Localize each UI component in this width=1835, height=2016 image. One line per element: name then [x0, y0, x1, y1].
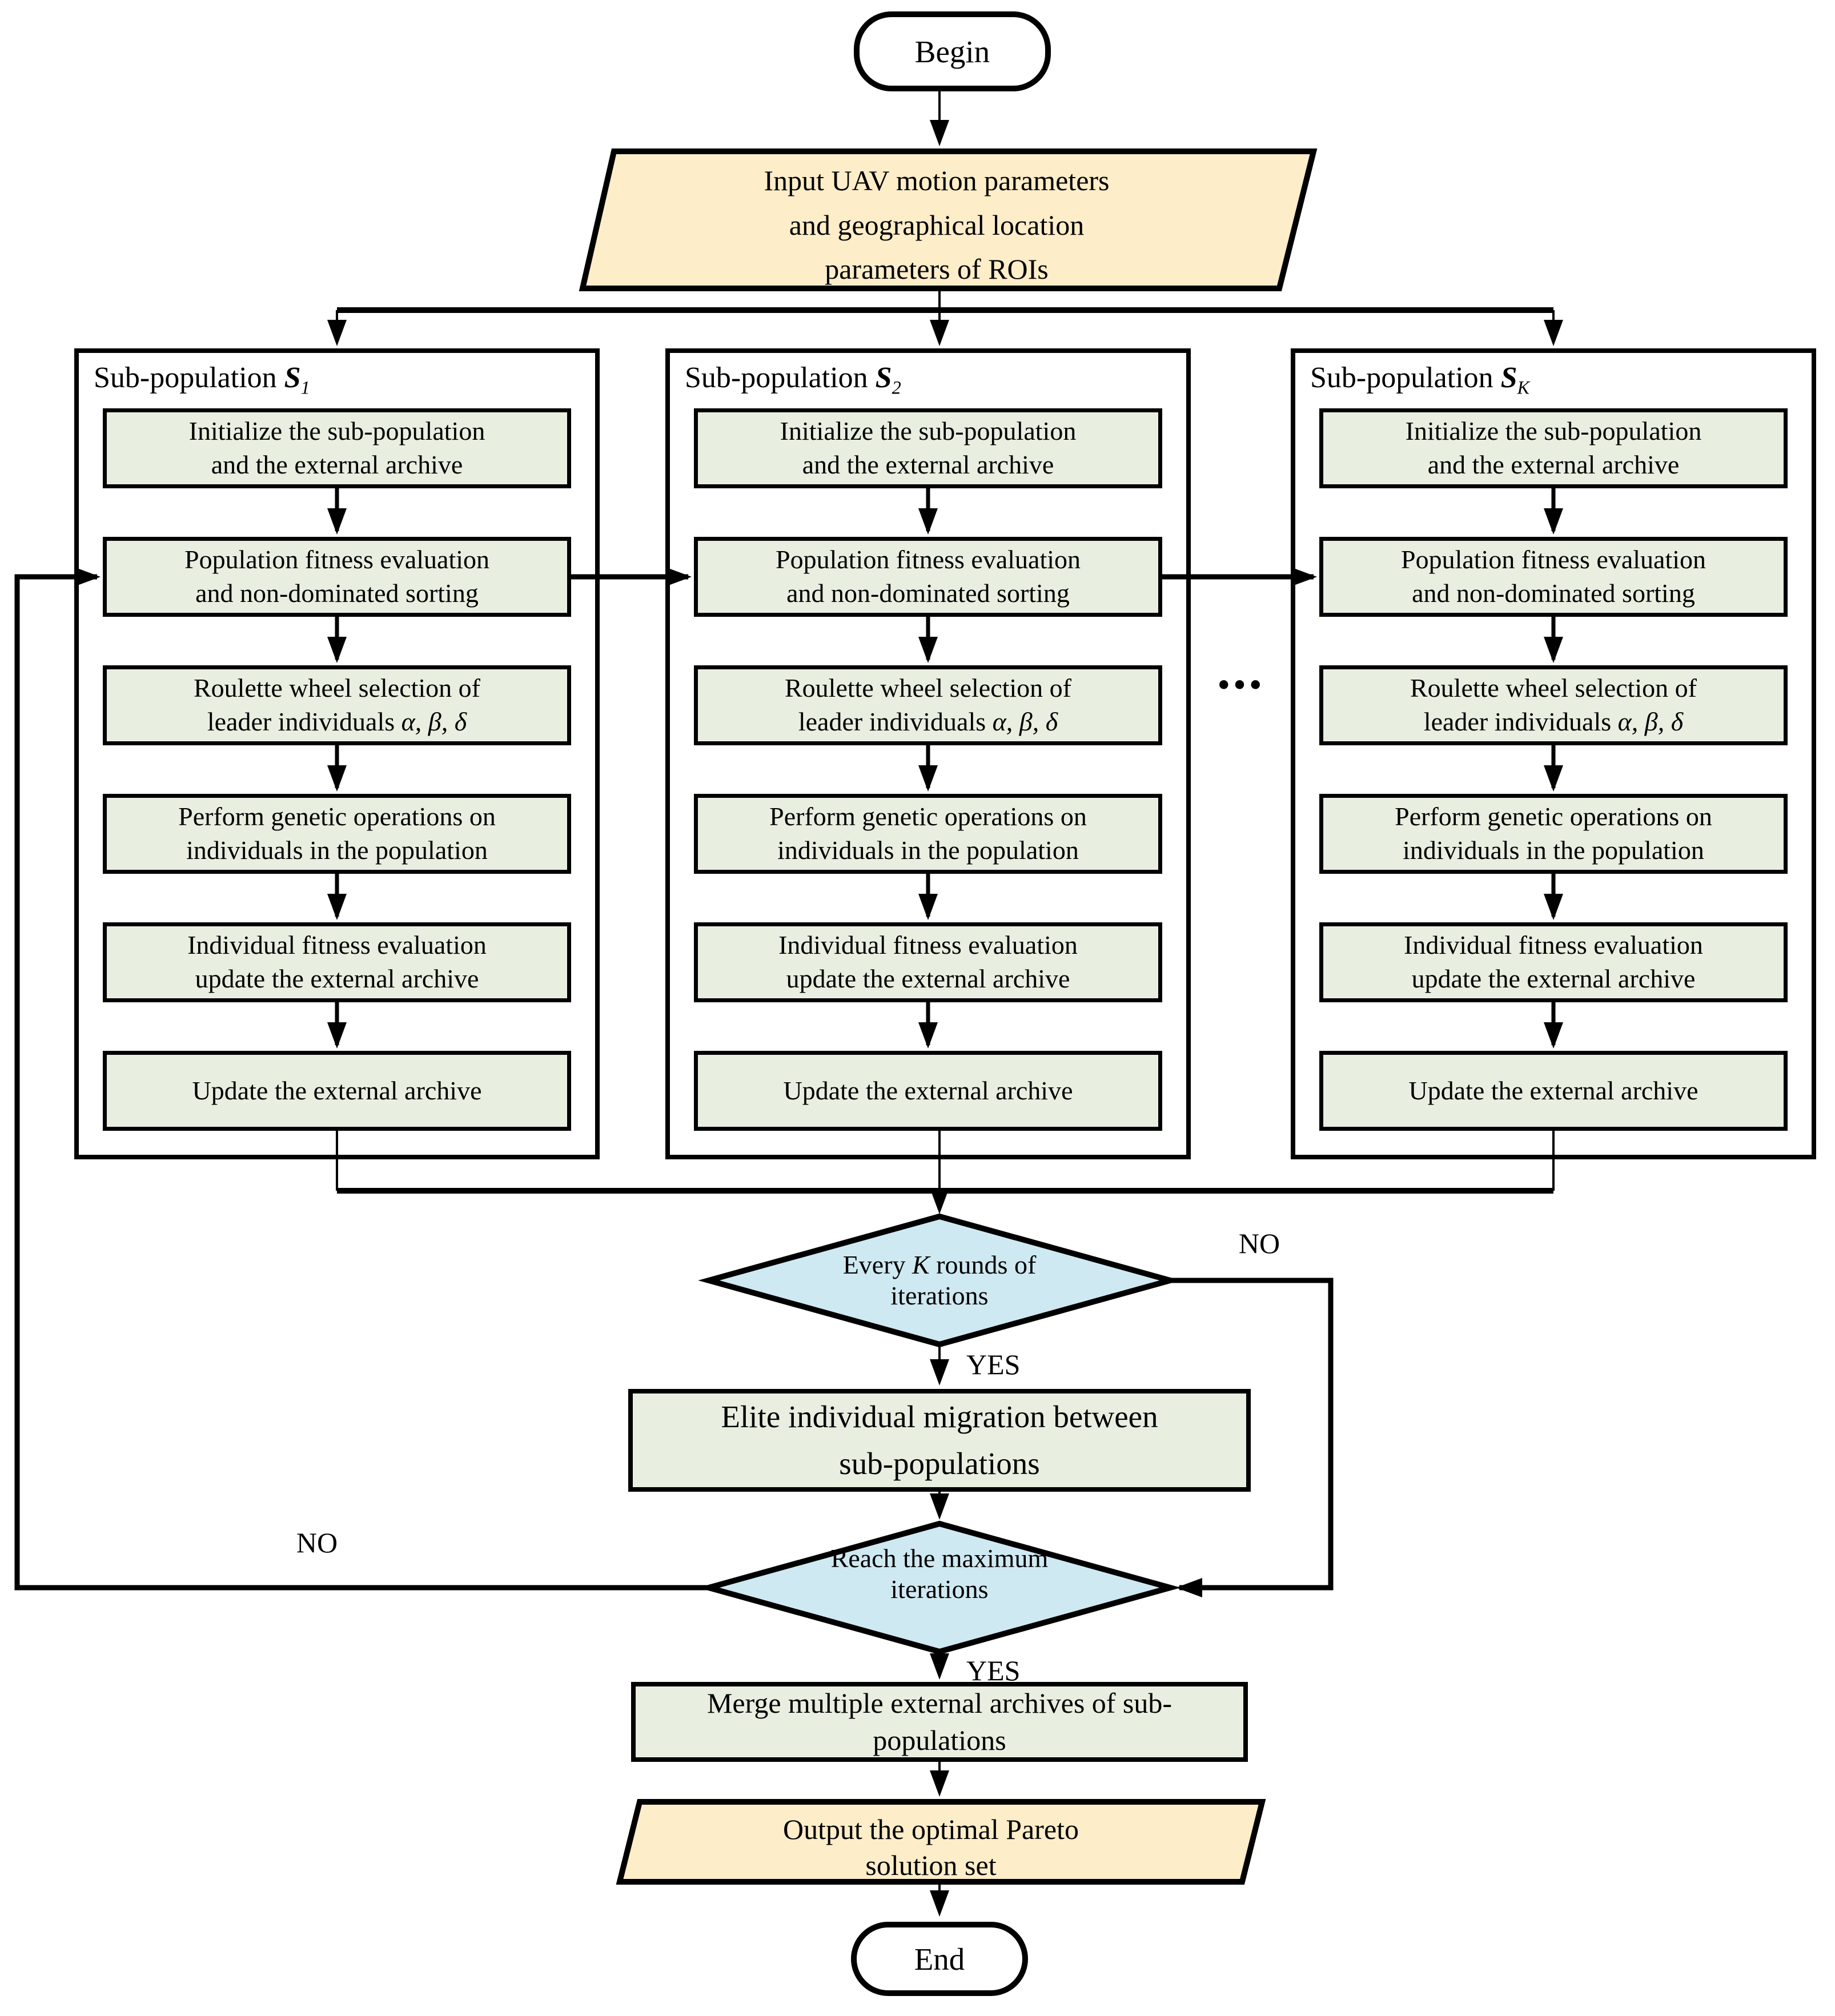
decision1-post: rounds of	[929, 1250, 1037, 1279]
decision1-yes-label: YES	[966, 1348, 1021, 1380]
process-roulette-selection-c3: Roulette wheel selection of leader indiv…	[1319, 665, 1788, 745]
process-update-archive-c2: Update the external archive	[694, 1051, 1162, 1131]
process-fitness-evaluation-c3: Population fitness evaluation and non-do…	[1319, 537, 1788, 617]
process-text-part: Roulette wheel selection of leader indiv…	[1410, 673, 1697, 736]
process-text: Initialize the sub-population and the ex…	[188, 416, 485, 479]
process-fitness-evaluation-c1: Population fitness evaluation and non-do…	[103, 537, 571, 617]
decision1-pre: Every	[842, 1250, 913, 1279]
decision1-line1: Every K rounds of	[740, 1250, 1139, 1280]
symbol-s: S	[284, 362, 301, 394]
process-update-archive-c1: Update the external archive	[103, 1051, 571, 1131]
process-initialize-c1: Initialize the sub-population and the ex…	[103, 408, 571, 488]
process-text-part: Roulette wheel selection of leader indiv…	[784, 673, 1071, 736]
process-roulette-selection-c1: Roulette wheel selection of leader indiv…	[103, 665, 571, 745]
process-text: Individual fitness evaluation update the…	[778, 930, 1078, 993]
decision1-no-label: NO	[1238, 1227, 1280, 1259]
decision1-text: Every K rounds of iterations	[740, 1250, 1139, 1312]
symbol-subscript: 2	[892, 377, 901, 398]
process-initialize-c2: Initialize the sub-population and the ex…	[694, 408, 1162, 488]
process-text: Perform genetic operations on individual…	[1395, 802, 1712, 865]
process-text: Population fitness evaluation and non-do…	[775, 545, 1081, 608]
process-text: Population fitness evaluation and non-do…	[184, 545, 490, 608]
end-label: End	[914, 1941, 965, 1977]
process-text: Roulette wheel selection of leader indiv…	[194, 672, 480, 739]
begin-label: Begin	[914, 34, 990, 69]
symbol-subscript: K	[1517, 377, 1530, 398]
begin-terminal: Begin	[854, 11, 1051, 91]
greek-symbols: α, β, δ	[992, 707, 1058, 736]
process-text: Update the external archive	[1408, 1075, 1699, 1105]
process-text: Merge multiple external archives of sub-…	[706, 1687, 1173, 1756]
process-update-archive-c3: Update the external archive	[1319, 1051, 1788, 1131]
subpopulation-k-container: Sub-population SK Initialize the sub-pop…	[1291, 348, 1816, 1159]
process-individual-evaluation-c3: Individual fitness evaluation update the…	[1319, 922, 1788, 1002]
process-fitness-evaluation-c2: Population fitness evaluation and non-do…	[694, 537, 1162, 617]
subpopulation-1-title: Sub-population S1	[94, 361, 310, 398]
decision1-variable: K	[912, 1250, 930, 1279]
process-genetic-operations-c3: Perform genetic operations on individual…	[1319, 794, 1788, 874]
process-elite-migration: Elite individual migration between sub-p…	[628, 1389, 1251, 1492]
decision2-line2: iterations	[890, 1575, 989, 1604]
process-text: Initialize the sub-population and the ex…	[1405, 416, 1702, 479]
greek-symbols: α, β, δ	[401, 707, 467, 736]
output-parallelogram-text: Output the optimal Pareto solution set	[783, 1813, 1079, 1881]
process-individual-evaluation-c2: Individual fitness evaluation update the…	[694, 922, 1162, 1002]
symbol-s: S	[875, 362, 892, 394]
process-text: Individual fitness evaluation update the…	[1404, 930, 1703, 993]
subpopulation-1-title-text: Sub-population	[94, 362, 284, 394]
end-terminal: End	[851, 1922, 1028, 1996]
subpopulation-2-symbol: S2	[875, 362, 901, 398]
subpopulation-2-container: Sub-population S2 Initialize the sub-pop…	[665, 348, 1191, 1159]
decision2-yes-label: YES	[966, 1654, 1021, 1686]
subpopulation-2-title-text: Sub-population	[685, 362, 876, 394]
process-text: Roulette wheel selection of leader indiv…	[1410, 672, 1697, 739]
subpopulation-k-title: Sub-population SK	[1310, 361, 1529, 398]
decision1-line2: iterations	[890, 1281, 989, 1311]
process-genetic-operations-c1: Perform genetic operations on individual…	[103, 794, 571, 874]
process-text: Initialize the sub-population and the ex…	[780, 416, 1077, 479]
process-text: Update the external archive	[783, 1075, 1073, 1105]
greek-symbols: α, β, δ	[1617, 707, 1684, 736]
process-text: Individual fitness evaluation update the…	[187, 930, 487, 993]
subpopulation-1-container: Sub-population S1 Initialize the sub-pop…	[74, 348, 600, 1159]
process-text: Elite individual migration between sub-p…	[721, 1399, 1158, 1481]
process-text: Population fitness evaluation and non-do…	[1400, 545, 1706, 608]
decision2-no-label: NO	[296, 1527, 338, 1559]
process-roulette-selection-c2: Roulette wheel selection of leader indiv…	[694, 665, 1162, 745]
process-text: Roulette wheel selection of leader indiv…	[785, 672, 1071, 739]
column-ellipsis: ...	[1216, 640, 1265, 700]
symbol-subscript: 1	[300, 377, 310, 398]
subpopulation-1-symbol: S1	[284, 362, 310, 398]
process-text: Perform genetic operations on individual…	[769, 802, 1087, 865]
process-merge-archives: Merge multiple external archives of sub-…	[631, 1682, 1248, 1762]
symbol-s: S	[1500, 362, 1517, 394]
process-text: Update the external archive	[192, 1075, 482, 1105]
process-initialize-c3: Initialize the sub-population and the ex…	[1319, 408, 1788, 488]
process-genetic-operations-c2: Perform genetic operations on individual…	[694, 794, 1162, 874]
process-individual-evaluation-c1: Individual fitness evaluation update the…	[103, 922, 571, 1002]
decision2-text: Reach the maximum iterations	[740, 1543, 1139, 1605]
decision2-line1: Reach the maximum	[830, 1544, 1049, 1573]
subpopulation-k-symbol: SK	[1500, 362, 1530, 398]
process-text: Perform genetic operations on individual…	[178, 802, 496, 865]
input-parallelogram-text: Input UAV motion parameters and geograph…	[764, 164, 1110, 285]
subpopulation-2-title: Sub-population S2	[685, 361, 901, 398]
subpopulation-k-title-text: Sub-population	[1310, 362, 1501, 394]
